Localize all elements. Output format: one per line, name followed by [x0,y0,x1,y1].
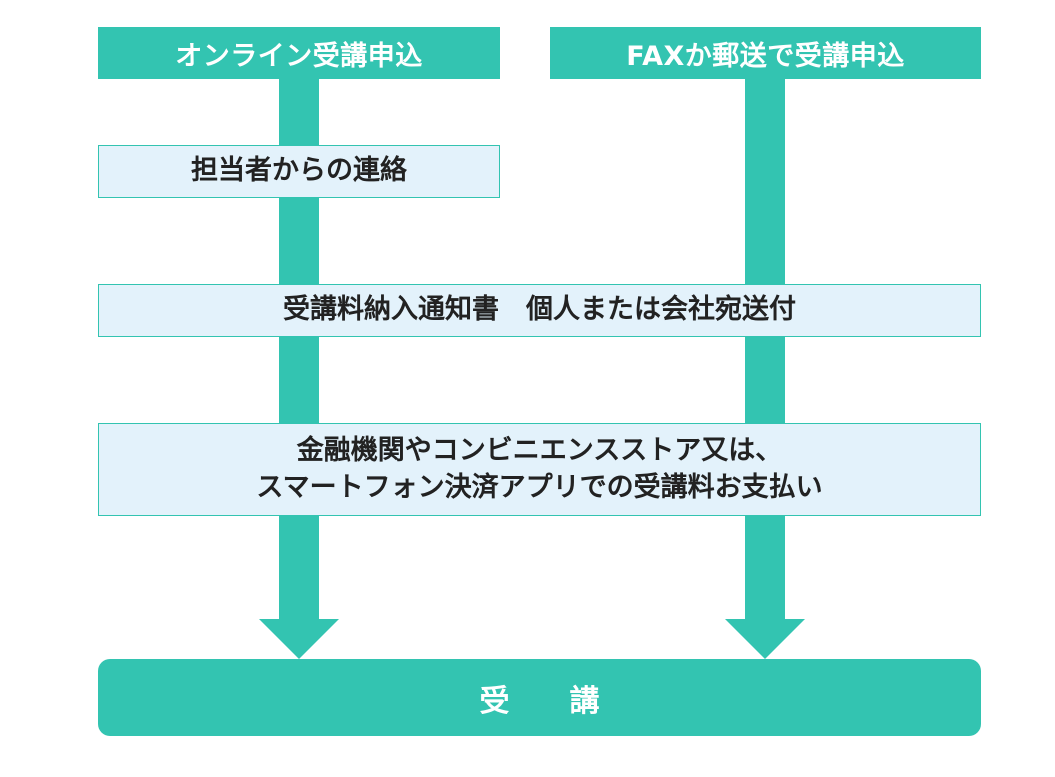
payment-step-label-line1: 金融機関やコンビニエンスストア又は、 [296,435,783,467]
online-application-label: オンライン受講申込 [175,40,423,72]
attendance-final-label: 受講 [479,683,660,719]
left-arrowhead-icon [259,619,339,659]
right-flow-connector [745,78,785,622]
fax-mail-application-header: FAXか郵送で受講申込 [550,27,981,79]
contact-step-label: 担当者からの連絡 [191,155,407,187]
contact-step-box: 担当者からの連絡 [98,145,500,198]
payment-notice-step-label: 受講料納入通知書 個人または会社宛送付 [283,294,796,326]
fax-mail-application-label: FAXか郵送で受講申込 [626,40,905,72]
payment-step-box: 金融機関やコンビニエンスストア又は、 スマートフォン決済アプリでの受講料お支払い [98,423,981,516]
payment-notice-step-box: 受講料納入通知書 個人または会社宛送付 [98,284,981,337]
right-arrowhead-icon [725,619,805,659]
attendance-final-box: 受講 [98,659,981,736]
online-application-header: オンライン受講申込 [98,27,500,79]
payment-step-label-line2: スマートフォン決済アプリでの受講料お支払い [256,471,823,503]
